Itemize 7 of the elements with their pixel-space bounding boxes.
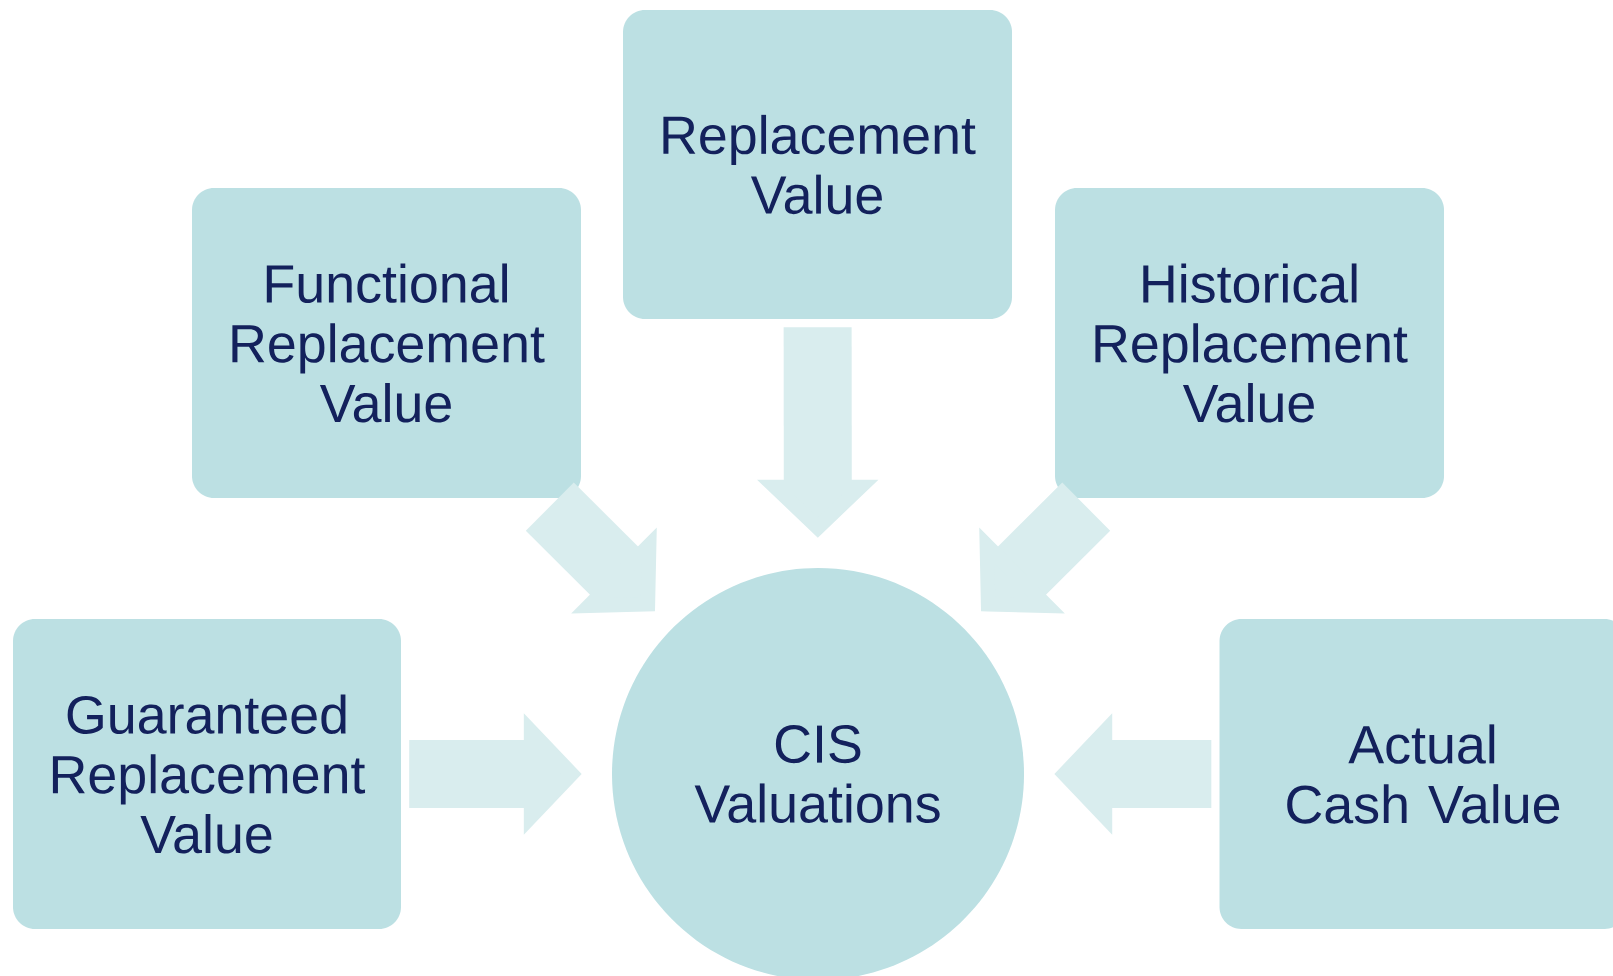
value-box: Functional Replacement Value — [192, 188, 581, 498]
value-box: Guaranteed Replacement Value — [13, 619, 401, 929]
value-box: Replacement Value — [623, 10, 1012, 319]
value-box: Historical Replacement Value — [1055, 188, 1444, 498]
value-box: Actual Cash Value — [1219, 619, 1613, 929]
block-arrow — [979, 482, 1111, 614]
block-arrow — [525, 482, 657, 614]
